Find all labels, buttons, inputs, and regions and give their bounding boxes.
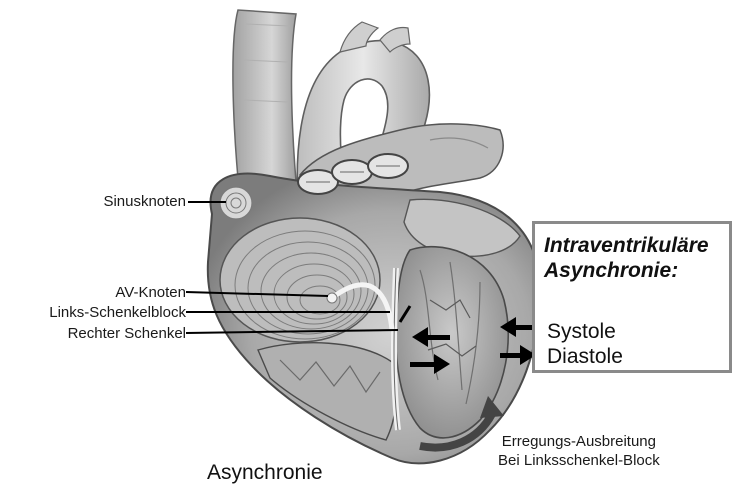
excitation-note: Erregungs-Ausbreitung Bei Linksschenkel-… [498, 432, 660, 470]
label-diastole: Diastole [547, 344, 623, 369]
label-links-schenkelblock: Links-Schenkelblock [49, 304, 186, 321]
label-sinusknoten: Sinusknoten [103, 193, 186, 210]
box-title: Intraventrikuläre Asynchronie: [544, 233, 709, 283]
label-av-knoten: AV-Knoten [115, 284, 186, 301]
box-title-line2: Asynchronie: [544, 258, 709, 283]
asynchrony-box: Intraventrikuläre Asynchronie: Systole D… [532, 221, 732, 373]
label-rechter-schenkel: Rechter Schenkel [68, 325, 186, 342]
right-atrium [220, 218, 380, 342]
figure-caption: Asynchronie [207, 461, 323, 485]
box-title-line1: Intraventrikuläre [544, 233, 709, 258]
excitation-note-line2: Bei Linksschenkel-Block [498, 451, 660, 470]
label-systole: Systole [547, 319, 616, 344]
excitation-note-line1: Erregungs-Ausbreitung [498, 432, 660, 451]
